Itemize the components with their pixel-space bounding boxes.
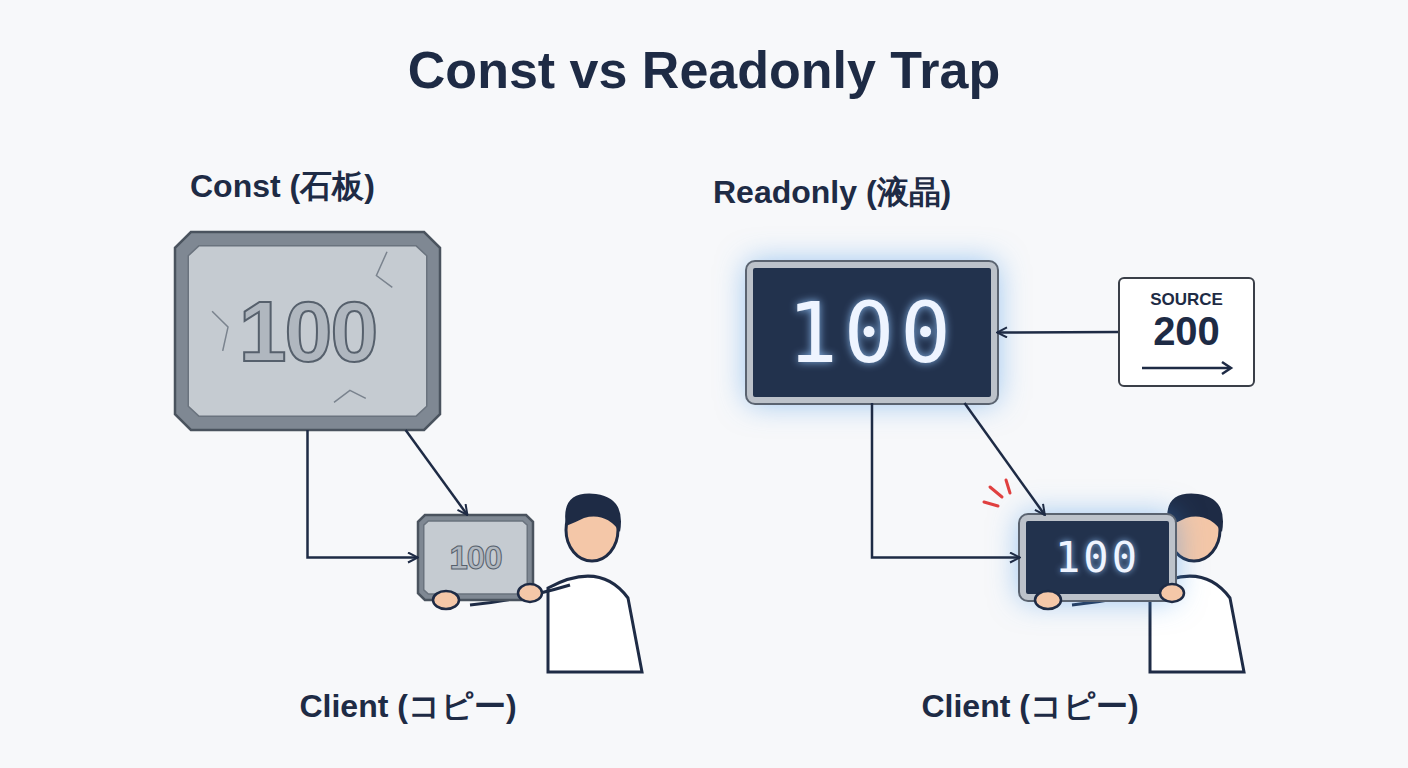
alert-spark [984,480,1010,506]
stone-crack [376,252,392,288]
person-hair [565,494,621,532]
stone-edge [418,515,533,600]
person-body [548,576,642,672]
node-text: SOURCE [1150,291,1223,310]
node-text: 100 [449,539,501,577]
arrow-connector [997,331,1118,334]
client-label: Client (コピー) [921,685,1138,729]
node-text: 100 [787,284,957,382]
spark-line [984,502,998,506]
source-box: SOURCE200 [1118,277,1255,387]
stone-edge [175,232,440,430]
stone-face [424,521,528,594]
node-heading: Const (石板) [190,170,375,202]
person-hair [1167,494,1223,532]
arrow-connector [308,430,419,558]
diagram-title: Const vs Readonly Trap [0,40,1408,100]
spark-line [1006,480,1010,493]
lcd-screen: 100 [1020,515,1175,600]
spark-line [990,487,1002,497]
node-text: 100 [1055,533,1140,582]
stone-crack [334,390,366,402]
stone-tablet: Const (石板)100 [175,232,440,430]
stone-face [188,246,427,416]
client-label: Client (コピー) [299,685,516,729]
arrow-connector [965,403,1045,515]
lcd-screen: Readonly (液晶)100 [747,262,997,403]
arrow-connector [406,430,468,515]
node-heading: Readonly (液晶) [713,176,951,208]
arrow-connector [872,403,1020,558]
stone-crack [212,311,228,351]
node-text: 100 [239,282,377,381]
stone-tablet: 100 [418,515,533,600]
node-text: 200 [1153,310,1220,352]
